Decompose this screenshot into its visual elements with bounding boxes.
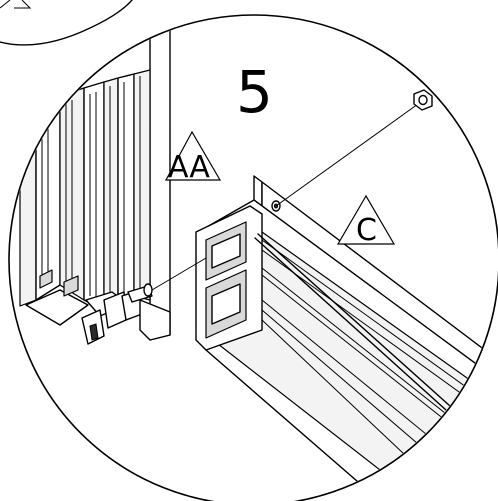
label-aa: AA	[168, 150, 210, 185]
label-aa-marker: AA	[164, 130, 222, 185]
label-c-marker: C	[336, 194, 396, 248]
assembly-guide-lines	[151, 103, 419, 291]
previous-callout-circle	[0, 0, 133, 46]
horizontal-beam-profile	[195, 175, 498, 501]
hex-nut	[413, 89, 433, 111]
step-number: 5	[236, 58, 273, 126]
label-c: C	[356, 213, 377, 248]
